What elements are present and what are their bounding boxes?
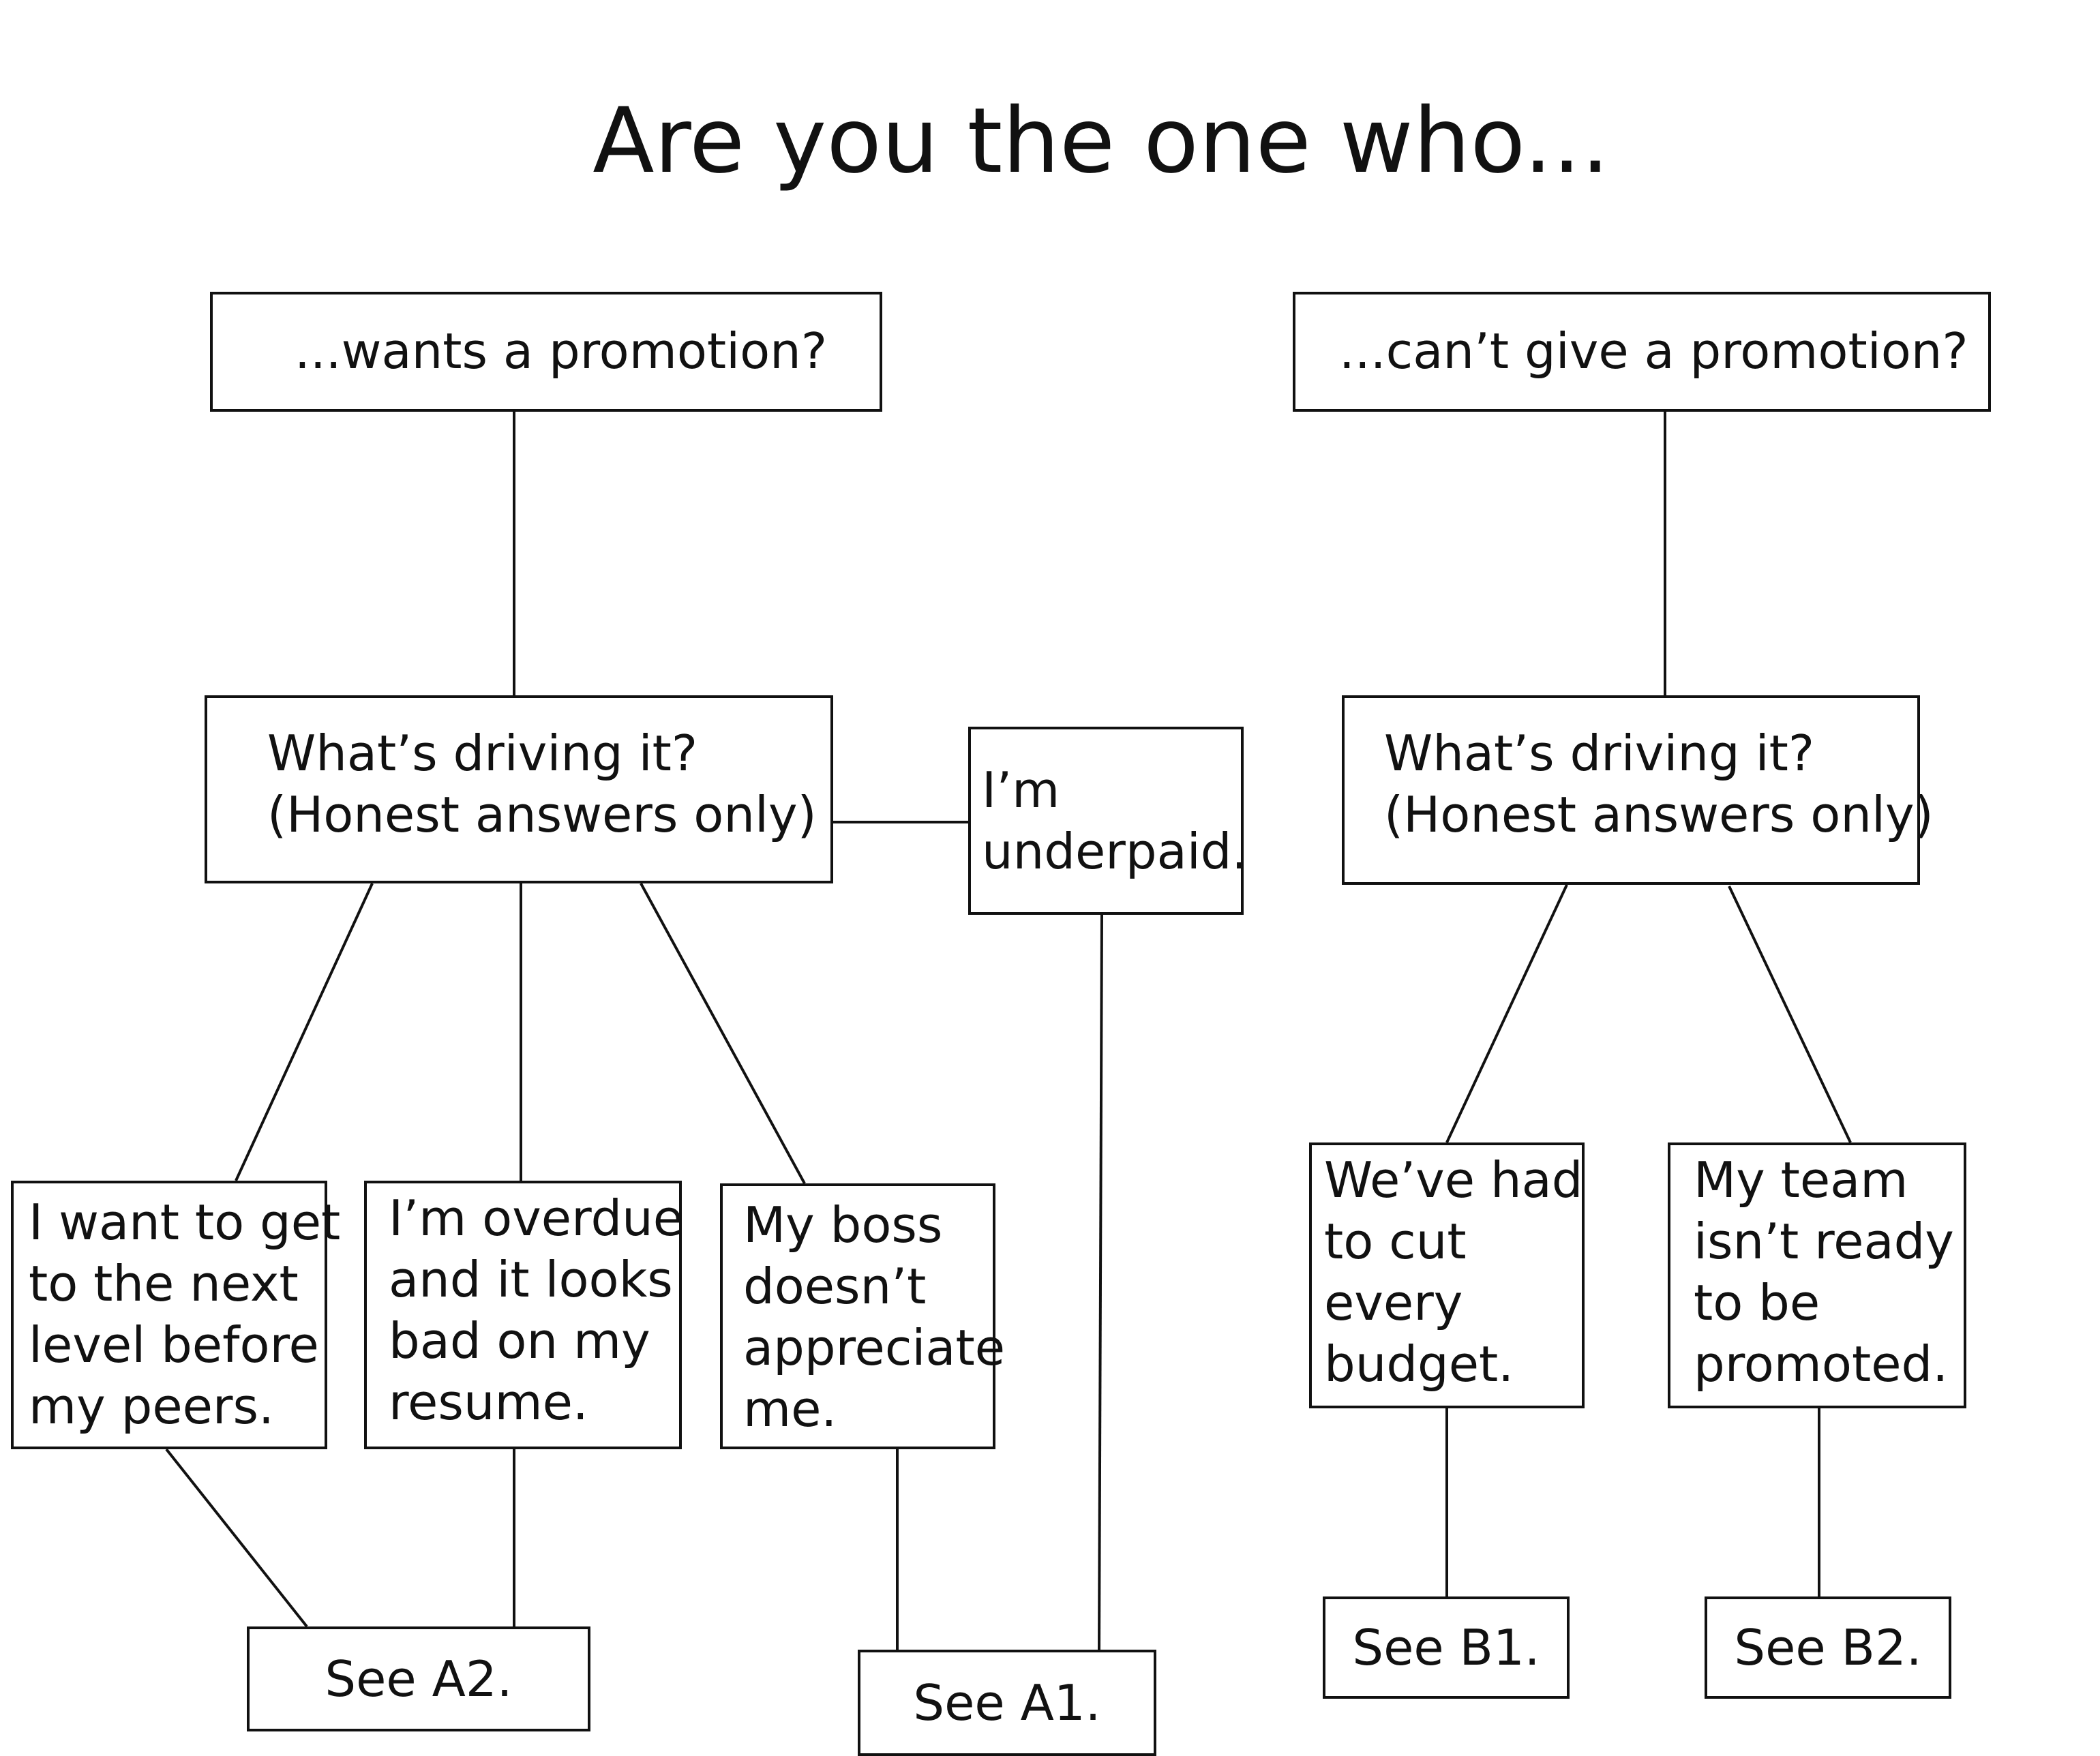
node-see-b2-label: See B2.	[1734, 1619, 1922, 1676]
node-see-a1-label: See A1.	[913, 1674, 1101, 1731]
node-underpaid	[968, 727, 1244, 915]
node-left-driving-label: What’s driving it? (Honest answers only)	[267, 725, 817, 843]
edge-rdriving-to-budget	[1445, 884, 1568, 1143]
node-team	[1668, 1142, 1966, 1408]
node-see-a2: See A2.	[247, 1626, 590, 1731]
node-see-b1-label: See B1.	[1352, 1619, 1540, 1676]
node-budget-label: We’ve had to cut every budget.	[1324, 1151, 1583, 1393]
node-wants-promotion	[210, 292, 882, 412]
node-overdue-label: I’m overdue and it looks bad on my resum…	[389, 1190, 684, 1431]
edge-driving-to-nextlevel	[235, 883, 374, 1181]
edge-rdriving-to-team	[1728, 885, 1852, 1143]
node-budget	[1309, 1142, 1585, 1408]
diagram-title: Are you the one who...	[592, 89, 1610, 194]
node-left-driving	[205, 695, 833, 883]
node-next-level-label: I want to get to the next level before m…	[29, 1194, 341, 1435]
node-boss	[720, 1183, 995, 1449]
node-next-level	[11, 1181, 327, 1449]
edge-underpaid-to-a1	[1098, 914, 1103, 1650]
node-team-label: My team isn’t ready to be promoted.	[1694, 1151, 1954, 1393]
edge-nextlevel-to-a2	[165, 1448, 308, 1628]
node-right-driving	[1342, 695, 1920, 885]
node-see-b2: See B2.	[1705, 1596, 1951, 1699]
node-cant-give-promotion	[1293, 292, 1991, 412]
node-cant-give-promotion-label: ...can’t give a promotion?	[1339, 322, 1968, 380]
node-see-a2-label: See A2.	[325, 1650, 513, 1708]
edge-driving-to-boss	[640, 883, 806, 1184]
node-see-a1: See A1.	[858, 1650, 1156, 1756]
node-see-b1: See B1.	[1323, 1596, 1570, 1699]
node-boss-label: My boss doesn’t appreciate me.	[743, 1196, 1006, 1438]
node-right-driving-label: What’s driving it? (Honest answers only)	[1384, 725, 1934, 843]
node-underpaid-label: I’m underpaid.	[982, 761, 1248, 880]
node-wants-promotion-label: ...wants a promotion?	[295, 322, 828, 380]
node-overdue	[364, 1181, 682, 1449]
